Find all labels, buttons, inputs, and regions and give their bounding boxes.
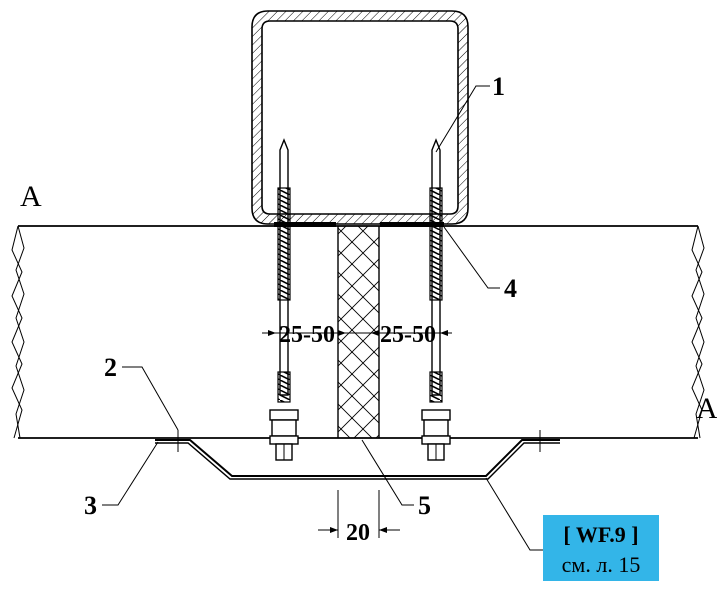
panel-break-line-left <box>11 225 23 439</box>
dimension-line-joint <box>318 490 400 538</box>
leader-4 <box>443 226 500 289</box>
joint-cover-flashing-inner <box>155 442 560 480</box>
callout-4: 4 <box>504 274 517 303</box>
reference-sheet: см. л. 15 <box>562 552 641 577</box>
section-mark-right: A <box>696 392 717 425</box>
leader-reference <box>485 477 548 551</box>
self-tapping-screw-left <box>269 138 299 461</box>
dimension-line-upper <box>262 330 452 336</box>
sealing-tape-right <box>380 222 444 227</box>
dimension-right-gap: 25-50 <box>380 322 436 348</box>
dimension-left-gap: 25-50 <box>279 322 335 348</box>
callout-3: 3 <box>84 491 97 520</box>
callout-2: 2 <box>104 353 117 382</box>
leader-1 <box>435 85 490 153</box>
section-mark-left: A <box>20 180 42 213</box>
panel-break-line-right <box>691 225 703 439</box>
reference-box-background <box>543 515 659 581</box>
leader-3 <box>102 441 159 506</box>
reference-box[interactable]: [ WF.9 ] см. л. 15 <box>543 515 659 581</box>
panel-break-line-left-2 <box>15 225 25 439</box>
dimension-joint-gap: 20 <box>346 520 370 546</box>
sealing-tape-left <box>274 222 336 227</box>
panel-break-line-right-2 <box>695 225 705 439</box>
joint-insulation-filler <box>337 225 380 439</box>
self-tapping-screw-right <box>421 138 451 461</box>
steel-tube-profile <box>251 10 469 225</box>
joint-cover-flashing <box>155 439 560 477</box>
callout-1: 1 <box>492 72 505 101</box>
callout-5: 5 <box>418 491 431 520</box>
leader-5 <box>361 439 414 506</box>
reference-code: [ WF.9 ] <box>563 522 638 547</box>
leader-2 <box>122 366 179 431</box>
